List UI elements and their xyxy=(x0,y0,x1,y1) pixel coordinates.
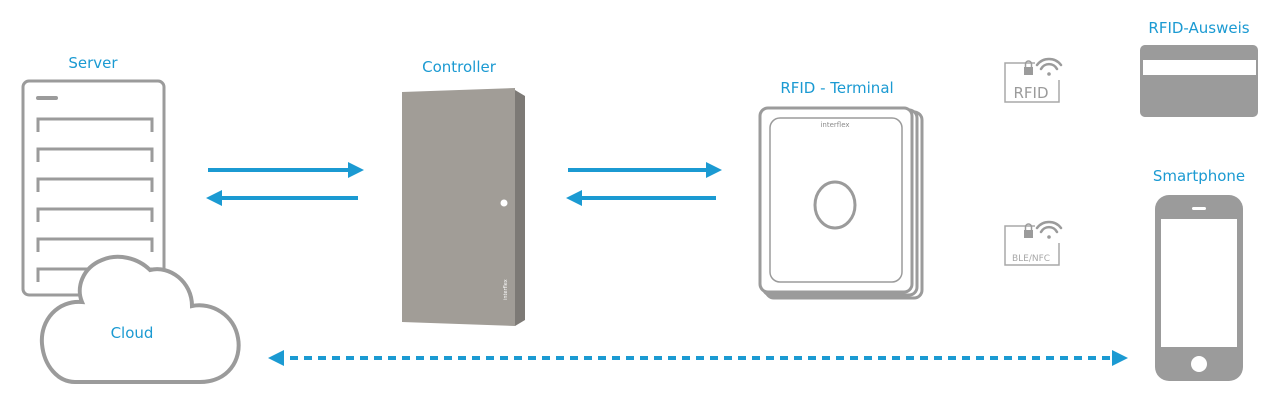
rfid-wireless-badge: RFID xyxy=(1004,57,1063,103)
controller-logo: interflex xyxy=(503,279,509,300)
lock-icon xyxy=(1024,230,1033,238)
rfid-terminal-label: RFID - Terminal xyxy=(780,79,893,97)
smartphone-icon xyxy=(1155,195,1243,381)
controller-label: Controller xyxy=(422,58,497,76)
smartphone-label: Smartphone xyxy=(1153,167,1245,185)
rfid-card-label: RFID-Ausweis xyxy=(1148,19,1249,37)
cloud-icon xyxy=(39,254,241,384)
ble-nfc-wireless-badge: BLE/NFC xyxy=(1004,220,1063,266)
wifi-icon xyxy=(1035,220,1063,239)
wifi-icon xyxy=(1035,57,1063,76)
rfid-terminal-icon xyxy=(758,106,924,300)
controller-icon: interflex xyxy=(402,88,525,326)
server-label: Server xyxy=(68,54,118,72)
terminal-logo: interflex xyxy=(820,121,849,129)
ble-nfc-badge-text: BLE/NFC xyxy=(1012,254,1050,264)
rfid-badge-text: RFID xyxy=(1013,84,1048,102)
rfid-card-icon xyxy=(1140,45,1258,117)
cloud-label: Cloud xyxy=(111,324,154,342)
lock-icon xyxy=(1024,67,1033,75)
